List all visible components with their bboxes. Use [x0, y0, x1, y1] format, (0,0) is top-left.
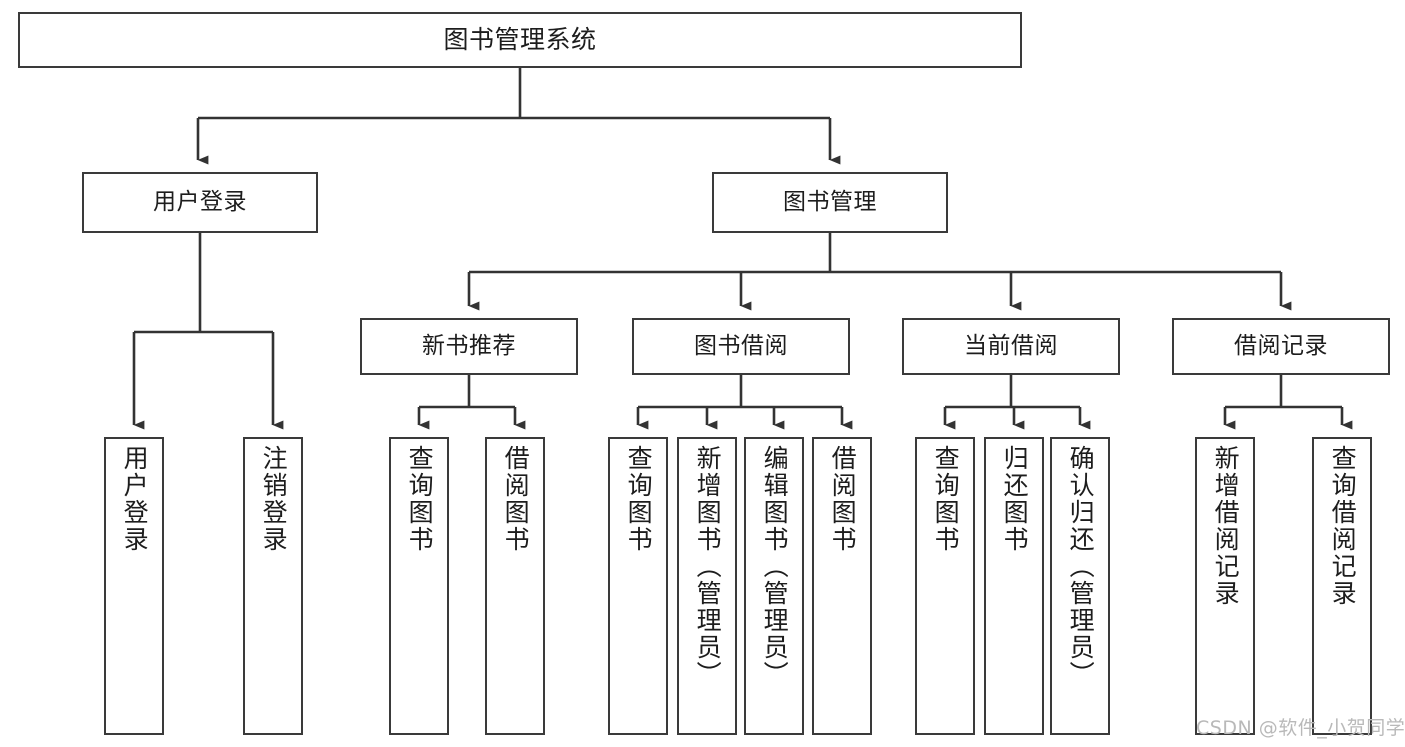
node-book-borrowing[interactable]: 图书借阅: [632, 318, 850, 375]
node-label: 借阅记录: [1234, 332, 1328, 359]
node-label: 图书管理系统: [443, 25, 597, 55]
leaf-confirm-return-admin[interactable]: 确认归还（管理员）: [1050, 437, 1110, 735]
leaf-user-login[interactable]: 用户登录: [104, 437, 164, 735]
leaf-edit-book-admin[interactable]: 编辑图书（管理员）: [744, 437, 804, 735]
node-label: 借阅图书: [828, 445, 858, 553]
leaf-return-book[interactable]: 归还图书: [984, 437, 1044, 735]
node-label: 新书推荐: [422, 332, 516, 359]
leaf-add-book-admin[interactable]: 新增图书（管理员）: [677, 437, 737, 735]
node-root-system[interactable]: 图书管理系统: [18, 12, 1022, 68]
leaf-add-borrow-record[interactable]: 新增借阅记录: [1195, 437, 1255, 735]
leaf-query-book-recommendation[interactable]: 查询图书: [389, 437, 449, 735]
node-label: 查询图书: [624, 445, 654, 553]
node-user-login[interactable]: 用户登录: [82, 172, 318, 233]
leaf-query-borrow-record[interactable]: 查询借阅记录: [1312, 437, 1372, 735]
node-label: 借阅图书: [501, 445, 531, 553]
node-label: 用户登录: [153, 188, 247, 215]
leaf-borrow-book-borrowing[interactable]: 借阅图书: [812, 437, 872, 735]
node-borrow-record[interactable]: 借阅记录: [1172, 318, 1390, 375]
leaf-query-book-current[interactable]: 查询图书: [915, 437, 975, 735]
node-new-book-recommendation[interactable]: 新书推荐: [360, 318, 578, 375]
node-label: 编辑图书（管理员）: [760, 445, 790, 688]
node-current-borrowing[interactable]: 当前借阅: [902, 318, 1120, 375]
node-label: 查询图书: [405, 445, 435, 553]
node-label: 确认归还（管理员）: [1066, 445, 1096, 688]
node-label: 新增图书（管理员）: [693, 445, 723, 688]
node-label: 归还图书: [1000, 445, 1030, 553]
leaf-query-book-borrowing[interactable]: 查询图书: [608, 437, 668, 735]
node-label: 图书借阅: [694, 332, 788, 359]
leaf-borrow-book-recommendation[interactable]: 借阅图书: [485, 437, 545, 735]
csdn-watermark: CSDN @软件_小贺同学: [1196, 717, 1405, 739]
node-book-management[interactable]: 图书管理: [712, 172, 948, 233]
node-label: 查询图书: [931, 445, 961, 553]
node-label: 注销登录: [259, 445, 289, 553]
node-label: 查询借阅记录: [1328, 445, 1358, 607]
node-label: 图书管理: [783, 188, 877, 215]
node-label: 当前借阅: [964, 332, 1058, 359]
leaf-logout[interactable]: 注销登录: [243, 437, 303, 735]
node-label: 用户登录: [120, 445, 150, 553]
node-label: 新增借阅记录: [1211, 445, 1241, 607]
